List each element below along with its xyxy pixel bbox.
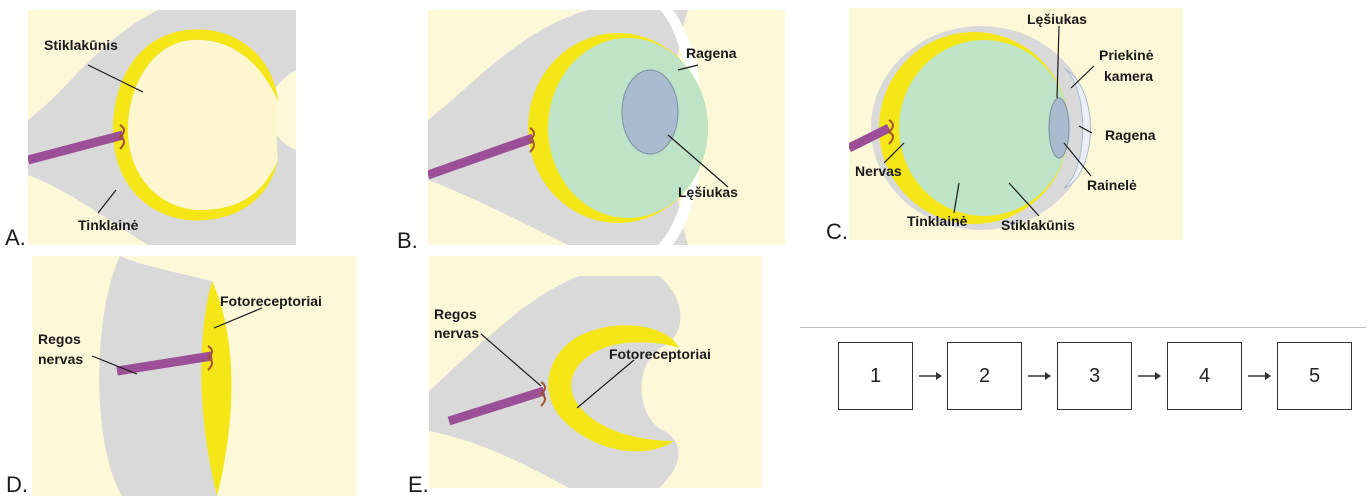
- lens-shape: [1049, 98, 1069, 158]
- panel-d: Fotoreceptoriai Regos nervas: [32, 256, 357, 496]
- label-anterior-chamber-2: kamera: [1104, 68, 1153, 84]
- panel-b-letter: B.: [397, 228, 418, 254]
- label-lens: Lęšiukas: [678, 184, 738, 200]
- label-photoreceptors: Fotoreceptoriai: [220, 293, 322, 309]
- panel-c: Lęšiukas Priekinė kamera Ragena Nervas R…: [849, 8, 1183, 240]
- tissue-shape: [99, 256, 217, 496]
- panel-d-illustration: Fotoreceptoriai Regos nervas: [32, 256, 357, 496]
- label-optic-nerve-1: Regos: [38, 331, 81, 347]
- label-optic-nerve-2: nervas: [434, 325, 479, 341]
- panel-a-illustration: Stiklakūnis Tinklainė: [28, 10, 296, 245]
- panel-b-illustration: Ragena Lęšiukas: [428, 10, 785, 245]
- panel-c-letter: C.: [826, 219, 848, 245]
- panel-e-illustration: Regos nervas Fotoreceptoriai: [429, 256, 762, 488]
- lens-shape: [622, 70, 678, 154]
- panel-b: Ragena Lęšiukas: [428, 10, 785, 245]
- panel-d-letter: D.: [6, 472, 28, 498]
- label-photoreceptors: Fotoreceptoriai: [609, 346, 711, 362]
- sequence-box-3[interactable]: 3: [1057, 342, 1132, 410]
- label-optic-nerve-2: nervas: [38, 351, 83, 367]
- label-vitreous: Stiklakūnis: [1001, 217, 1075, 233]
- label-cornea: Ragena: [686, 45, 737, 61]
- label-optic-nerve-1: Regos: [434, 306, 477, 322]
- panel-e: Regos nervas Fotoreceptoriai: [429, 256, 762, 488]
- arrow-right-icon: [1135, 362, 1163, 390]
- sequence-box-4[interactable]: 4: [1167, 342, 1242, 410]
- label-vitreous: Stiklakūnis: [44, 37, 118, 53]
- panel-c-illustration: Lęšiukas Priekinė kamera Ragena Nervas R…: [849, 8, 1183, 240]
- panel-a: Stiklakūnis Tinklainė: [28, 10, 296, 245]
- arrow-right-icon: [1245, 362, 1273, 390]
- vitreous-body: [899, 40, 1069, 216]
- label-anterior-chamber-1: Priekinė: [1099, 47, 1154, 63]
- sequence-divider: [800, 327, 1366, 328]
- panel-e-letter: E.: [408, 472, 429, 498]
- arrow-right-icon: [1025, 362, 1053, 390]
- label-retina: Tinklainė: [78, 217, 139, 233]
- sequence-box-5[interactable]: 5: [1277, 342, 1352, 410]
- label-nerve: Nervas: [855, 163, 902, 179]
- label-retina: Tinklainė: [907, 213, 968, 229]
- label-iris: Rainelė: [1087, 177, 1137, 193]
- sequence-box-2[interactable]: 2: [947, 342, 1022, 410]
- sequence-box-1[interactable]: 1: [838, 342, 913, 410]
- label-lens: Lęšiukas: [1027, 11, 1087, 27]
- label-cornea: Ragena: [1105, 127, 1156, 143]
- panel-a-letter: A.: [5, 225, 26, 251]
- arrow-right-icon: [916, 362, 944, 390]
